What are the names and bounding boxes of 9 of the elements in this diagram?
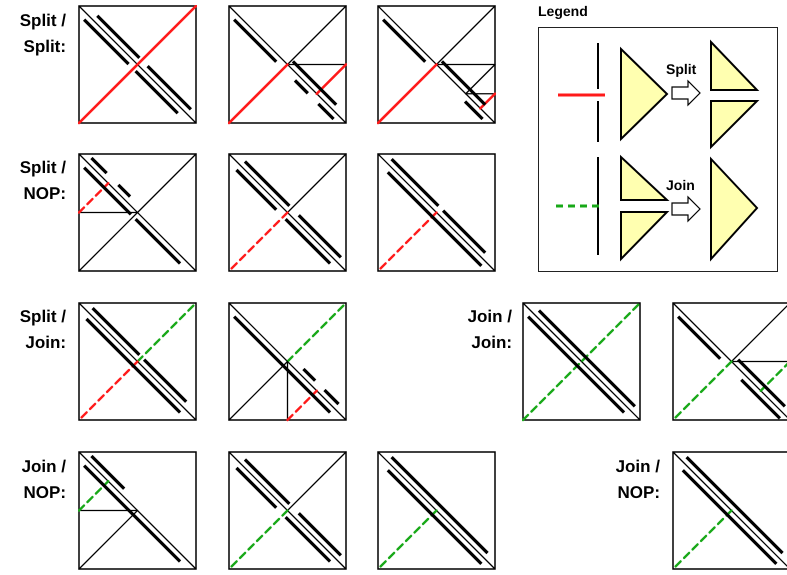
row-label: Join / NOP: [614,456,660,504]
row-label: Split / Join: [18,306,66,354]
legend-label: Split [666,61,696,77]
legend-label: Join [666,177,695,193]
row-label: Join / NOP: [20,456,66,504]
row-label: Split / NOP: [18,157,66,205]
row-label: Split / Split: [18,10,66,58]
legend-title: Legend [538,2,588,21]
row-label: Join / Join: [466,306,512,354]
